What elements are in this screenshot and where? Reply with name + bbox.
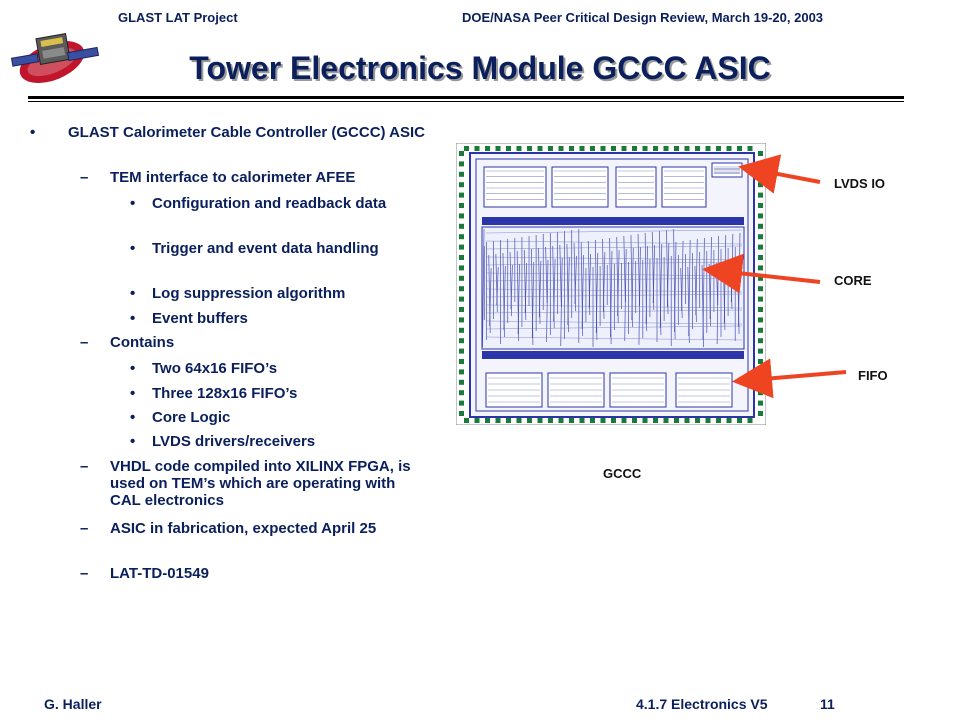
glast-logo-icon xyxy=(10,33,100,83)
header-review: DOE/NASA Peer Critical Design Review, Ma… xyxy=(462,10,824,25)
footer-page-number: 11 xyxy=(820,696,835,712)
title-rule-thin xyxy=(28,101,904,102)
gccc-chip-layout-image xyxy=(456,143,766,425)
header-project: GLAST LAT Project xyxy=(118,10,238,25)
label-fifo: FIFO xyxy=(858,368,888,383)
figure-caption: GCCC xyxy=(603,466,642,481)
footer-section: 4.1.7 Electronics V5 xyxy=(636,696,768,712)
title-rule xyxy=(28,96,904,99)
footer-author: G. Haller xyxy=(44,696,102,712)
label-lvds-io: LVDS IO xyxy=(834,176,886,191)
label-core: CORE xyxy=(834,273,872,288)
page-title: Tower Electronics Module GCCC ASIC xyxy=(189,50,771,86)
